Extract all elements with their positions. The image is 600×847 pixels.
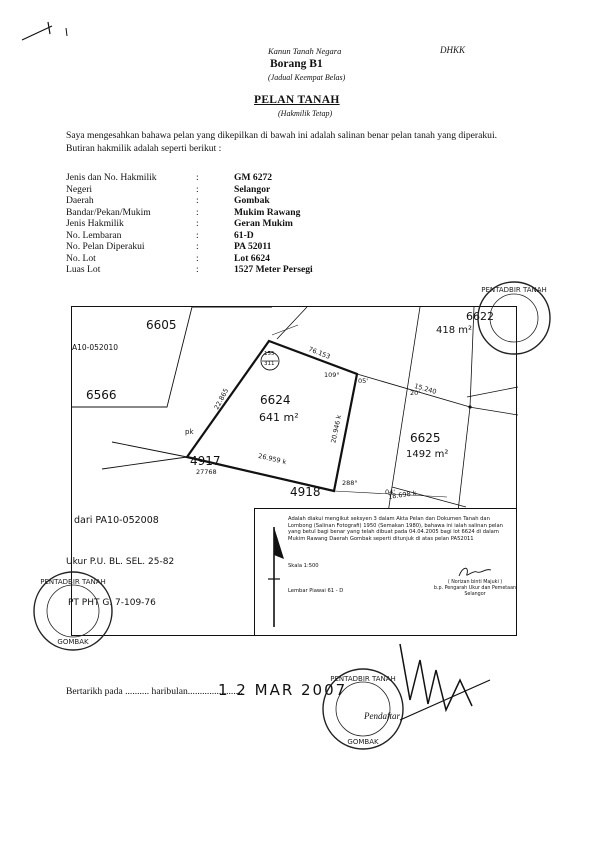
reference-label: Ukur P.U. BL. SEL. 25-82 xyxy=(66,557,175,567)
certification-box xyxy=(254,508,516,635)
date-line: Bertarikh pada .......... haribulan.....… xyxy=(66,686,243,697)
act-name: Kanun Tanah Negara xyxy=(268,46,342,56)
detail-value: Selangor xyxy=(234,183,271,195)
lot-area: 641 m² xyxy=(259,411,299,424)
detail-colon: : xyxy=(196,195,199,206)
angle-label: 04' xyxy=(385,488,396,496)
pen-mark xyxy=(21,21,68,41)
badge-bottom: 311 xyxy=(264,361,275,367)
lot-label: 6622 xyxy=(466,310,494,323)
reference-label: dari PA10-052008 xyxy=(74,515,159,526)
detail-value: Gombak xyxy=(234,195,270,206)
lot-area: 1492 m² xyxy=(406,449,449,460)
svg-text:PENTADBIR TANAH: PENTADBIR TANAH xyxy=(330,675,396,683)
signer-name: ( Norizan binti Majuki ) xyxy=(447,580,503,585)
detail-colon: : xyxy=(196,206,199,218)
detail-label: Negeri xyxy=(66,183,93,195)
detail-label: Luas Lot xyxy=(66,264,101,275)
detail-value: 61-D xyxy=(234,229,254,241)
svg-text:GOMBAK: GOMBAK xyxy=(57,638,89,646)
pk-label: pk xyxy=(185,428,194,436)
detail-colon: : xyxy=(196,218,199,229)
detail-colon: : xyxy=(196,229,199,241)
land-office-seal: PENTADBIR TANAH GOMBAK xyxy=(322,668,404,750)
detail-label: Bandar/Pekan/Mukim xyxy=(66,206,151,218)
lot-label: 4918 xyxy=(290,485,321,499)
detail-value: 1527 Meter Persegi xyxy=(234,264,313,275)
lot-label: 4917 xyxy=(190,454,221,468)
lot-area: 418 m² xyxy=(436,325,473,336)
detail-label: Jenis Hakmilik xyxy=(66,218,124,229)
registrar-label: Pendaftar xyxy=(364,711,400,721)
angle-label: 109° xyxy=(324,371,340,379)
land-office-seal: PENTADBIR TANAH GOMBAK xyxy=(33,571,113,651)
angle-label: 05' xyxy=(358,377,369,385)
sheet-label: Lembar Piawai 61 - D xyxy=(288,588,344,594)
svg-text:PENTADBIR TANAH: PENTADBIR TANAH xyxy=(481,286,547,294)
schedule-name: (Jadual Keempat Belas) xyxy=(268,73,346,82)
signer-state: Selangor xyxy=(464,592,486,597)
svg-text:GOMBAK: GOMBAK xyxy=(347,738,379,746)
detail-label: No. Pelan Diperakui xyxy=(66,241,145,252)
detail-colon: : xyxy=(196,264,199,275)
reference-label: PT PHT G. 7-109-76 xyxy=(68,598,156,608)
reference-label: A10-052010 xyxy=(72,343,119,352)
detail-value: Geran Mukim xyxy=(234,218,293,229)
angle-label: 20' xyxy=(410,389,421,397)
detail-colon: : xyxy=(196,183,199,195)
detail-value: GM 6272 xyxy=(234,172,273,183)
survey-plan: 6605 A10-052010 6566 pk 4917 27768 4918 … xyxy=(66,306,518,636)
signature xyxy=(458,567,492,577)
intro-line-1: Saya mengesahkan bahawa pelan yang dikep… xyxy=(66,130,498,141)
certification-text: Adalah diakui mengikut seksyen 3 dalam A… xyxy=(288,516,503,542)
signer-role: b.p. Pengarah Ukur dan Pemetaan xyxy=(433,586,517,591)
lot-label: 6605 xyxy=(146,318,177,332)
lot-label: 6566 xyxy=(86,388,117,402)
detail-label: No. Lot xyxy=(66,252,96,264)
detail-colon: : xyxy=(196,252,199,264)
detail-value: Lot 6624 xyxy=(234,252,270,264)
document-title: PELAN TANAH xyxy=(254,94,340,106)
detail-value: Mukim Rawang xyxy=(234,206,301,218)
detail-label: No. Lembaran xyxy=(66,229,122,241)
lot-label: 6625 xyxy=(410,431,441,445)
scale-label: Skala 1:500 xyxy=(288,563,319,569)
badge-top: 155 xyxy=(264,351,275,357)
lot-label: 6624 xyxy=(260,393,291,407)
svg-text:PENTADBIR TANAH: PENTADBIR TANAH xyxy=(40,578,106,586)
angle-label: 288° xyxy=(342,479,358,487)
detail-label: Daerah xyxy=(66,195,94,206)
date-stamp: 1 2 MAR 2007 xyxy=(218,681,348,699)
document-subtitle: (Hakmilik Tetap) xyxy=(278,109,333,118)
plan-lines xyxy=(72,307,518,618)
detail-value: PA 52011 xyxy=(234,241,272,252)
form-name: Borang B1 xyxy=(270,58,323,70)
lot-sub-label: 27768 xyxy=(196,468,217,476)
signer-block: ( Norizan binti Majuki ) b.p. Pengarah U… xyxy=(420,567,530,598)
intro-statement: Saya mengesahkan bahawa pelan yang dikep… xyxy=(66,130,556,155)
document-code: DHKK xyxy=(440,45,466,55)
detail-colon: : xyxy=(196,241,199,252)
detail-colon: : xyxy=(196,172,199,183)
land-office-seal: PENTADBIR TANAH xyxy=(477,281,551,355)
registrar-signature xyxy=(399,643,491,721)
detail-label: Jenis dan No. Hakmilik xyxy=(66,172,157,183)
intro-line-2: Butiran hakmilik adalah seperti berikut … xyxy=(66,142,222,154)
north-arrow xyxy=(268,527,284,627)
